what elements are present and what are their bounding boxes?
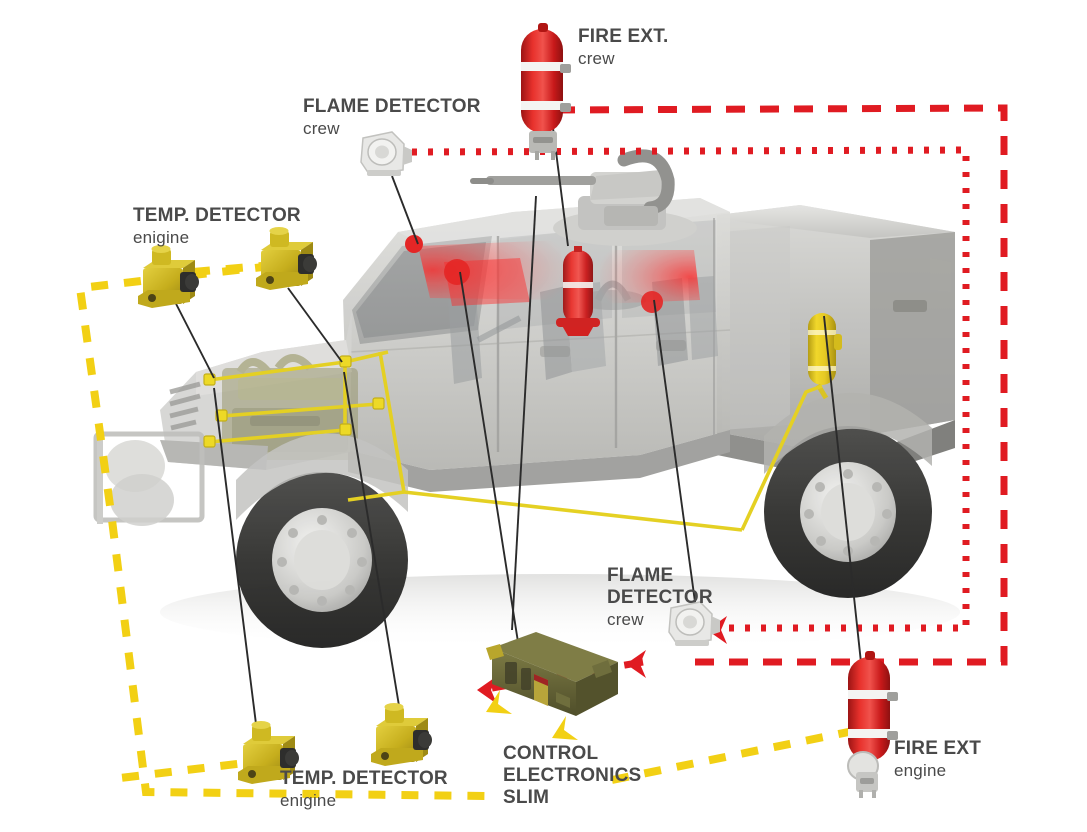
fire-extinguisher-crew-cabin [556, 246, 600, 336]
label-fire-ext-crew-line2: crew [578, 49, 615, 68]
weapon-station-turret [470, 149, 697, 246]
engine-pipe-run [208, 350, 823, 532]
flame-detector-crew-top-icon[interactable] [360, 131, 412, 176]
label-flame-detector-crew-top-line1: FLAME DETECTOR [303, 96, 481, 117]
label-fire-ext-engine-line2: engine [894, 761, 947, 780]
wheel-front [236, 472, 408, 648]
control-electronics-icon[interactable] [486, 632, 618, 716]
label-flame-detector-crew-top-line2: crew [303, 119, 340, 138]
label-fire-ext-engine-line1: FIRE EXT [894, 738, 982, 759]
label-temp-detector-engine-bottom: TEMP. DETECTOR enigine [280, 768, 448, 811]
label-temp-detector-engine-top: TEMP. DETECTOR enigine [133, 205, 301, 248]
label-temp-detector-engine-top-line2: enigine [133, 228, 190, 247]
vehicle-wheels [236, 392, 932, 648]
vehicle-illustration [93, 149, 955, 648]
label-fire-ext-crew: FIRE EXT. crew [578, 26, 668, 69]
flame-detector-crew-bottom-icon[interactable] [668, 601, 720, 646]
label-control-electronics-line2: ELECTRONICS [503, 765, 642, 786]
label-flame-detector-crew-bottom: FLAME DETECTOR crew [607, 565, 713, 630]
crew-detection-circuit [411, 146, 970, 632]
fire-extinguisher-crew-icon[interactable] [521, 23, 571, 160]
label-flame-detector-crew-bottom-line1a: FLAME [607, 565, 674, 586]
label-control-electronics-line1: CONTROL [503, 743, 599, 764]
leader-lines [169, 119, 863, 741]
temp-detector-2-icon[interactable] [256, 227, 317, 290]
label-fire-ext-engine: FIRE EXT engine [894, 738, 981, 781]
temp-detector-3-icon[interactable] [238, 721, 299, 784]
temp-detector-1-icon[interactable] [138, 245, 199, 308]
spare-wheel-carrier [93, 430, 205, 526]
label-flame-detector-crew-top: FLAME DETECTOR crew [303, 96, 481, 139]
crew-suppression-spray [405, 235, 700, 313]
label-temp-detector-engine-bottom-line2: enigine [280, 791, 337, 810]
label-flame-detector-crew-bottom-line2: crew [607, 610, 644, 629]
label-flame-detector-crew-bottom-line1b: DETECTOR [607, 587, 713, 608]
label-temp-detector-engine-top-line1: TEMP. DETECTOR [133, 205, 301, 226]
label-temp-detector-engine-bottom-line1: TEMP. DETECTOR [280, 768, 448, 789]
temp-detector-4-icon[interactable] [371, 703, 432, 766]
wheel-rear [764, 426, 932, 598]
label-control-electronics-line3: SLIM [503, 787, 550, 808]
engine-pipe-nodes [203, 355, 385, 448]
label-fire-ext-crew-line1: FIRE EXT. [578, 26, 669, 47]
fire-extinguisher-engine-icon[interactable] [847, 651, 898, 798]
engine-protection-arrows [486, 690, 578, 740]
label-control-electronics: CONTROL ELECTRONICS SLIM [503, 743, 641, 809]
